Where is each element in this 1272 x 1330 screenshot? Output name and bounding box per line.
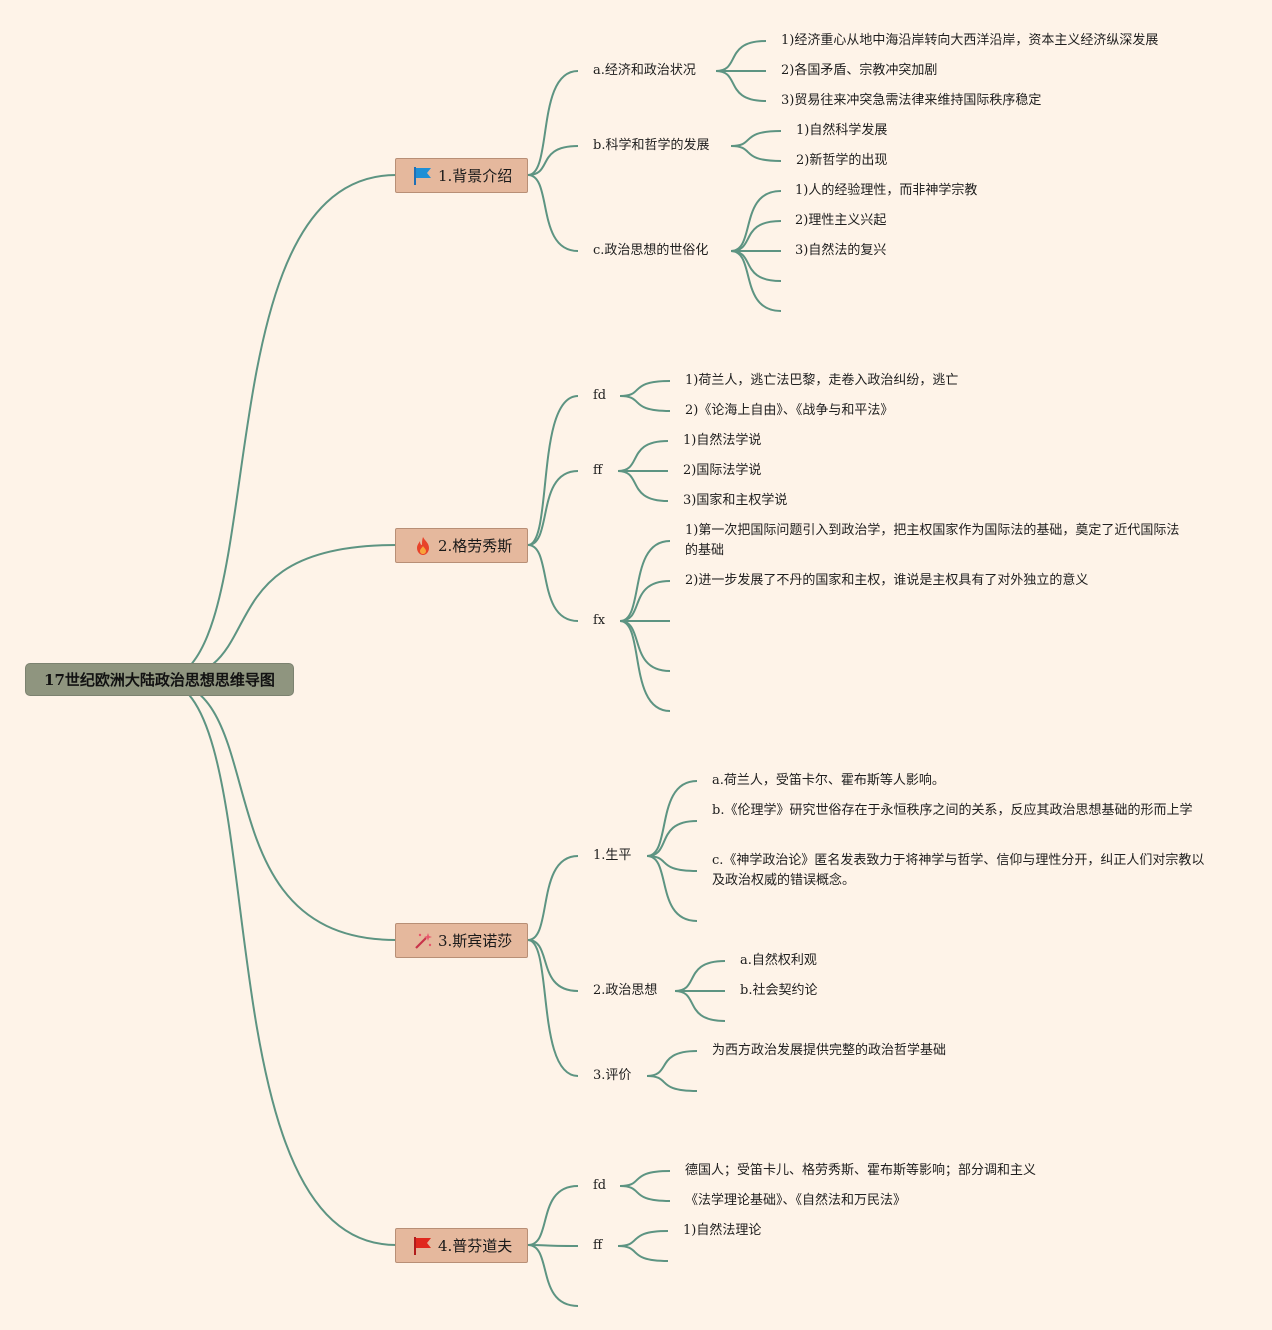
- connector-curve: [527, 939, 579, 1077]
- connector-curve: [527, 1244, 579, 1307]
- leaf-item[interactable]: 1)荷兰人，逃亡法巴黎，走卷入政治纠纷，逃亡: [685, 373, 959, 388]
- leaf-item[interactable]: 1)人的经验理性，而非神学宗教: [795, 183, 978, 198]
- leaf-item[interactable]: 2)新哲学的出现: [796, 153, 888, 168]
- connector-curve: [617, 1245, 669, 1262]
- topic-label: 2.格劳秀斯: [438, 537, 513, 555]
- root-node[interactable]: 17世纪欧洲大陆政治思想思维导图: [25, 663, 294, 696]
- connector-curve: [159, 679, 397, 941]
- leaf-item[interactable]: 2)各国矛盾、宗教冲突加剧: [781, 63, 938, 78]
- leaf-item[interactable]: 1)自然法学说: [683, 433, 762, 448]
- connector-curve: [730, 190, 782, 252]
- branch-label[interactable]: fx: [593, 613, 606, 628]
- leaf-item[interactable]: 3)国家和主权学说: [683, 493, 788, 508]
- connector-curve: [617, 440, 669, 472]
- connector-curve: [527, 174, 579, 252]
- connector-curve: [619, 1185, 671, 1202]
- connector-curve: [617, 1230, 669, 1247]
- topic-node-background[interactable]: 1.背景介绍: [395, 158, 528, 193]
- connector-curve: [619, 620, 671, 712]
- connector-curve: [619, 620, 671, 672]
- connector-curve: [527, 1244, 579, 1247]
- topic-node-grotius[interactable]: 2.格劳秀斯: [395, 528, 528, 563]
- branch-label[interactable]: 3.评价: [593, 1068, 632, 1083]
- leaf-item[interactable]: 2)《论海上自由》、《战争与和平法》: [685, 403, 894, 418]
- branch-label[interactable]: ff: [593, 463, 603, 478]
- leaf-item[interactable]: a.荷兰人，受笛卡尔、霍布斯等人影响。: [712, 773, 945, 788]
- leaf-item[interactable]: 3)贸易往来冲突急需法律来维持国际秩序稳定: [781, 93, 1042, 108]
- leaf-item[interactable]: 3)自然法的复兴: [795, 243, 887, 258]
- connector-curve: [730, 250, 782, 282]
- branch-label[interactable]: c.政治思想的世俗化: [593, 243, 709, 258]
- leaf-item[interactable]: 2)进一步发展了不丹的国家和主权，谁说是主权具有了对外独立的意义: [685, 573, 1089, 588]
- connector-curve: [527, 470, 579, 546]
- red-flag-icon: [412, 1235, 434, 1257]
- leaf-item[interactable]: 1)自然科学发展: [796, 123, 888, 138]
- fire-icon: [412, 535, 434, 557]
- leaf-item[interactable]: 《法学理论基础》、《自然法和万民法》: [685, 1193, 907, 1208]
- leaf-item[interactable]: 1)自然法理论: [683, 1223, 762, 1238]
- leaf-item[interactable]: 2)国际法学说: [683, 463, 762, 478]
- connector-curve: [527, 395, 579, 546]
- connector-curve: [730, 250, 782, 312]
- connector-curve: [527, 70, 579, 176]
- connector-curve: [730, 220, 782, 252]
- connector-curve: [646, 1050, 698, 1077]
- connector-curve: [619, 395, 671, 412]
- leaf-item[interactable]: b.社会契约论: [740, 983, 818, 998]
- connector-curve: [674, 960, 726, 992]
- topic-node-pufendorf[interactable]: 4.普芬道夫: [395, 1228, 528, 1263]
- branch-label[interactable]: b.科学和哲学的发展: [593, 138, 710, 153]
- connector-curve: [619, 580, 671, 622]
- branch-label[interactable]: ff: [593, 1238, 603, 1253]
- connector-curve: [730, 145, 782, 162]
- connector-curve: [159, 679, 397, 1246]
- leaf-item[interactable]: b.《伦理学》研究世俗存在于永恒秩序之间的关系，反应其政治思想基础的形而上学: [712, 803, 1193, 818]
- connector-curve: [619, 1170, 671, 1187]
- connector-curve: [715, 70, 767, 102]
- connector-curve: [619, 380, 671, 397]
- blue-flag-icon: [412, 165, 434, 187]
- leaf-item[interactable]: 2)理性主义兴起: [795, 213, 887, 228]
- connector-curve: [527, 145, 579, 176]
- connector-curve: [527, 939, 579, 992]
- branch-label[interactable]: fd: [593, 1178, 607, 1193]
- connector-curve: [646, 1075, 698, 1092]
- leaf-item[interactable]: 1)第一次把国际问题引入到政治学，把主权国家作为国际法的基础，奠定了近代国际法的…: [685, 523, 1180, 558]
- connector-curve: [527, 855, 579, 941]
- connector-curve: [646, 855, 698, 872]
- leaf-item[interactable]: 为西方政治发展提供完整的政治哲学基础: [712, 1043, 947, 1058]
- leaf-item[interactable]: c.《神学政治论》匿名发表致力于将神学与哲学、信仰与理性分开，纠正人们对宗教以及…: [712, 853, 1205, 888]
- topic-node-spinoza[interactable]: 3.斯宾诺莎: [395, 923, 528, 958]
- connector-curve: [527, 544, 579, 622]
- leaf-item[interactable]: a.自然权利观: [740, 953, 817, 968]
- branch-label[interactable]: a.经济和政治状况: [593, 63, 696, 78]
- connector-curve: [646, 820, 698, 857]
- leaf-item[interactable]: 1)经济重心从地中海沿岸转向大西洋沿岸，资本主义经济纵深发展: [781, 33, 1159, 48]
- connector-curve: [730, 130, 782, 147]
- connector-curve: [617, 470, 669, 502]
- branch-label[interactable]: 1.生平: [593, 848, 632, 863]
- leaf-item[interactable]: 德国人；受笛卡儿、格劳秀斯、霍布斯等影响；部分调和主义: [685, 1163, 1037, 1178]
- root-label: 17世纪欧洲大陆政治思想思维导图: [44, 671, 275, 689]
- connector-curve: [646, 855, 698, 922]
- magic-wand-icon: [412, 930, 434, 952]
- connector-curve: [159, 174, 397, 681]
- topic-label: 4.普芬道夫: [438, 1237, 513, 1255]
- connector-curve: [646, 780, 698, 857]
- topic-label: 1.背景介绍: [438, 167, 513, 185]
- connector-curve: [619, 540, 671, 622]
- branch-label[interactable]: 2.政治思想: [593, 983, 658, 998]
- connector-curve: [527, 1185, 579, 1246]
- topic-label: 3.斯宾诺莎: [438, 932, 513, 950]
- connector-curve: [715, 40, 767, 72]
- branch-label[interactable]: fd: [593, 388, 607, 403]
- connector-curve: [674, 990, 726, 1022]
